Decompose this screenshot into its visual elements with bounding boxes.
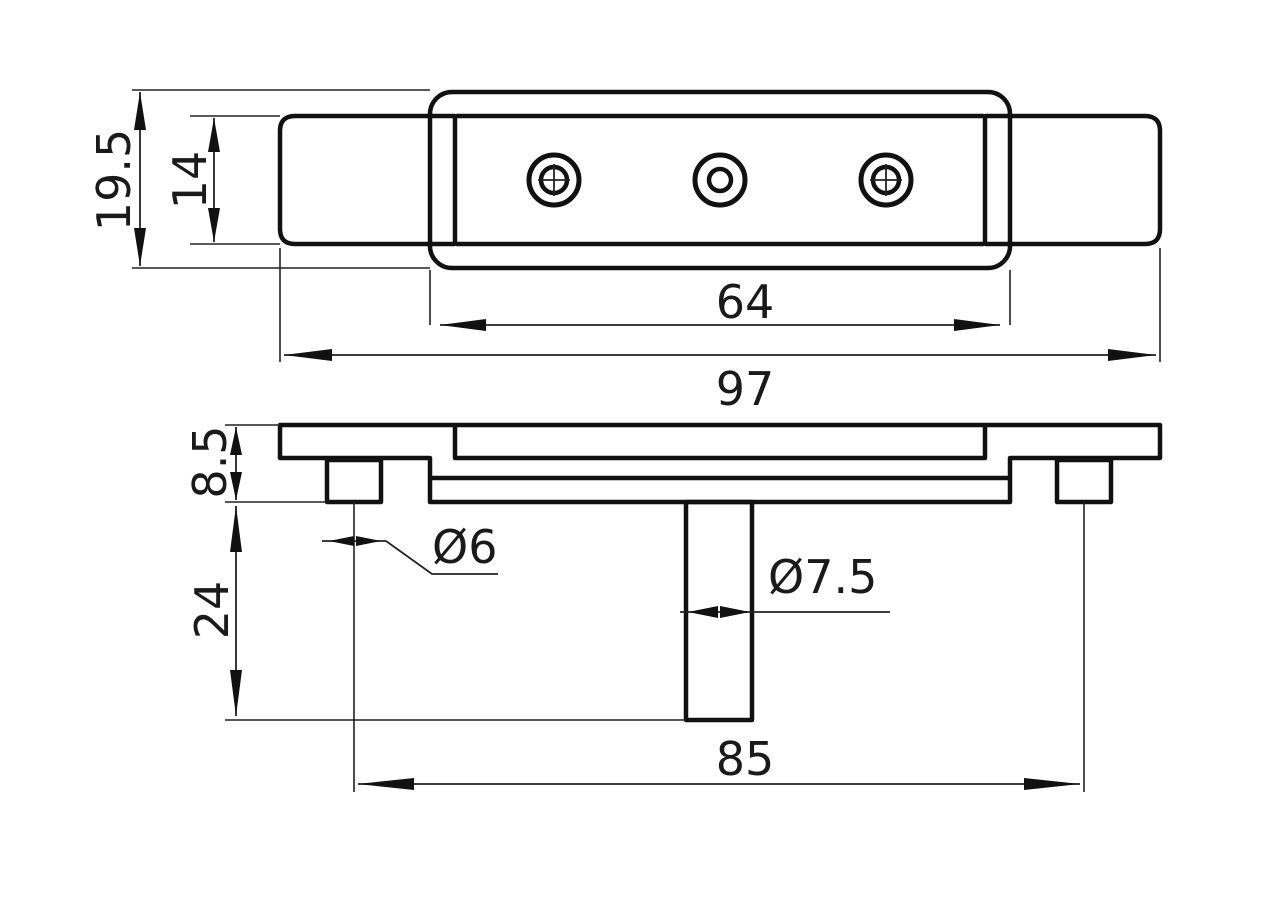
dim-pin-spacing: 85 (358, 732, 1080, 790)
side-view-body (277, 422, 1163, 505)
screw-left-icon (526, 152, 582, 208)
dim-shaft-length: 24 (185, 506, 242, 716)
dim-shaft-diameter-label: Ø7.5 (768, 550, 877, 604)
center-hole-icon (692, 152, 748, 208)
dim-shaft-length-label: 24 (185, 581, 239, 640)
dim-center-width-label: 64 (716, 275, 775, 329)
dim-pin-diameter: Ø6 (322, 520, 498, 575)
dim-shaft-diameter: Ø7.5 (680, 550, 890, 618)
top-view-center-plate (427, 89, 1013, 271)
dim-pin-diameter-label: Ø6 (432, 520, 497, 574)
side-view: 8.5 24 Ø6 Ø7.5 85 (183, 422, 1163, 792)
top-view-left-tab (277, 113, 455, 247)
dim-total-height-label: 19.5 (87, 129, 141, 231)
side-view-left-pin (324, 457, 384, 505)
top-view: 19.5 14 64 97 (87, 89, 1163, 416)
top-view-inner-face (452, 113, 988, 247)
dim-overall-length: 97 (284, 349, 1156, 416)
dim-pin-spacing-label: 85 (716, 732, 775, 786)
dim-overall-length-label: 97 (716, 362, 775, 416)
dim-flange-thickness-label: 8.5 (183, 425, 237, 498)
top-view-right-tab (985, 113, 1163, 247)
dim-body-height-label: 14 (163, 151, 217, 210)
dim-total-height: 19.5 (87, 92, 146, 266)
dim-body-height: 14 (163, 118, 220, 242)
screw-right-icon (858, 152, 914, 208)
dim-flange-thickness: 8.5 (183, 425, 242, 500)
side-view-right-pin (1054, 457, 1114, 505)
side-view-shaft (683, 499, 755, 723)
dim-center-width: 64 (440, 275, 1000, 331)
side-view-recess (452, 425, 988, 461)
